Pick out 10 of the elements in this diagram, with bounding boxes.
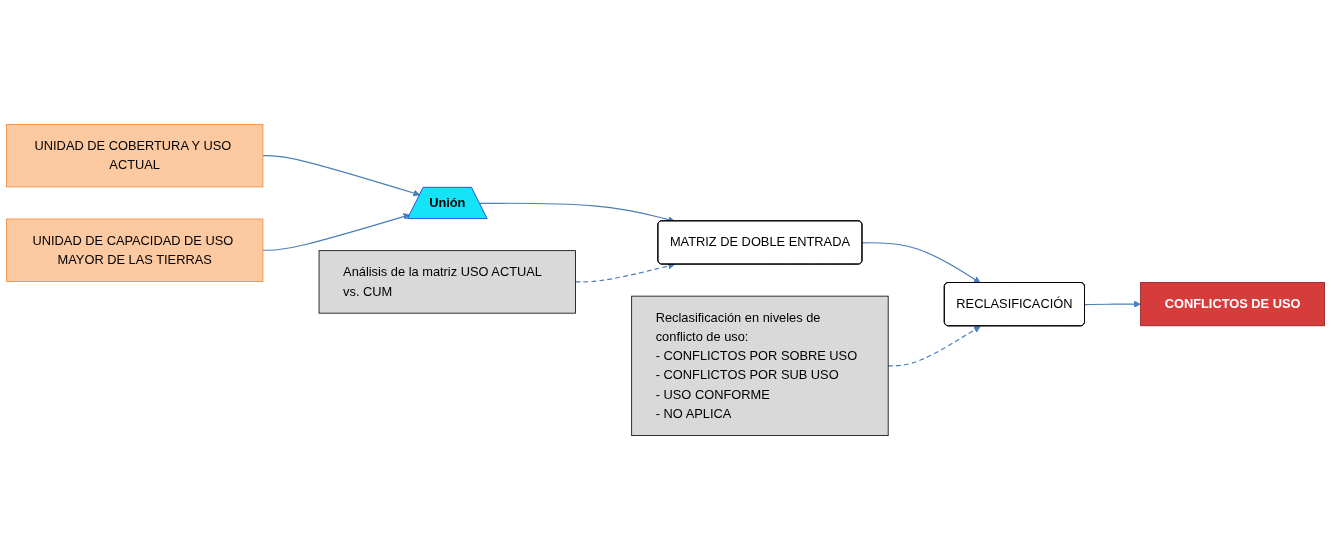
arrow [262, 155, 421, 197]
arrow [262, 213, 411, 251]
node-box: Análisis de la matriz USO ACTUAL vs. CUM [318, 250, 576, 314]
node-box: Reclasificación en niveles de conflicto de uso: - CONFLICTOS POR SOBRE USO - CONFLICTOS POR SUB USO - USO CONFORME - NO APLICA [631, 295, 889, 436]
arrow [861, 242, 981, 284]
node-box: CONFLICTOS DE USO [1140, 282, 1325, 327]
node-box: UNIDAD DE COBERTURA Y USO ACTUAL [6, 124, 264, 188]
node-box: UNIDAD DE CAPACIDAD DE USO MAYOR DE LAS TIERRAS [6, 218, 264, 282]
arrow [1084, 300, 1141, 308]
arrow [887, 325, 981, 367]
